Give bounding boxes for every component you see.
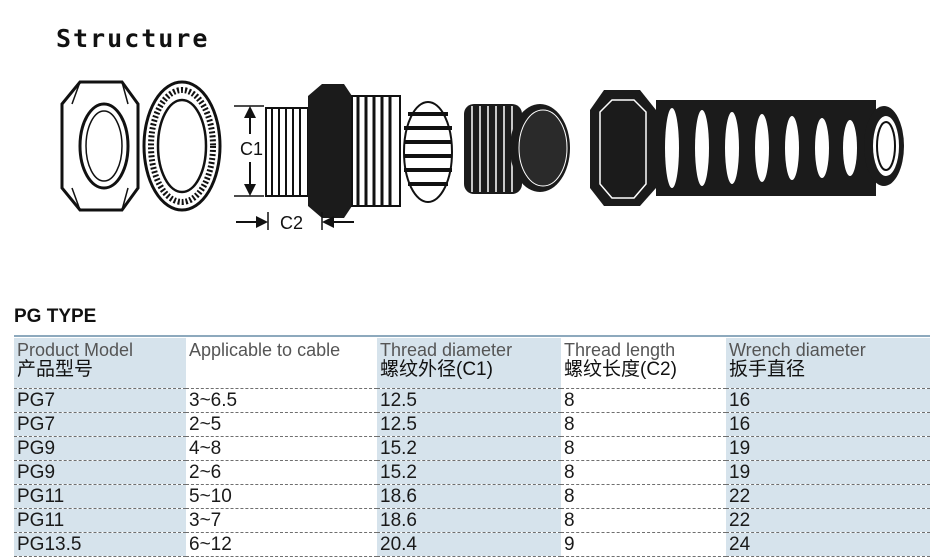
cell-model: PG9 <box>14 436 186 461</box>
cell-model: PG9 <box>14 460 186 485</box>
cell-thread-diameter: 12.5 <box>377 412 561 437</box>
spiral-nut-illustration <box>590 90 904 206</box>
page-title: Structure <box>56 24 210 53</box>
cell-wrench-diameter: 16 <box>726 412 930 437</box>
cell-cable: 3~6.5 <box>186 388 377 413</box>
cell-cable: 2~6 <box>186 460 377 485</box>
cell-thread-length: 8 <box>561 388 726 413</box>
cell-thread-length: 8 <box>561 412 726 437</box>
cell-cable: 6~12 <box>186 532 377 557</box>
cell-model: PG13.5 <box>14 532 186 557</box>
washer-illustration <box>142 80 222 212</box>
header-wrench-diameter: Wrench diameter 扳手直径 <box>726 338 930 389</box>
gland-body-illustration <box>265 84 453 218</box>
table-row: PG7 2~5 12.5 8 16 <box>14 412 930 437</box>
cell-thread-diameter: 15.2 <box>377 436 561 461</box>
header-thread-diameter: Thread diameter 螺纹外径(C1) <box>377 338 561 389</box>
seal-insert-illustration <box>464 104 570 194</box>
table-row: PG11 3~7 18.6 8 22 <box>14 508 930 533</box>
cell-wrench-diameter: 19 <box>726 436 930 461</box>
cell-cable: 5~10 <box>186 484 377 509</box>
cell-model: PG7 <box>14 412 186 437</box>
table-caption: PG TYPE <box>14 306 97 327</box>
table-row: PG13.5 6~12 20.4 9 24 <box>14 532 930 557</box>
pg-spec-table: Product Model 产品型号 Applicable to cable T… <box>14 335 930 557</box>
c1-dimension: C1 <box>234 105 264 197</box>
table-row: PG7 3~6.5 12.5 8 16 <box>14 388 930 413</box>
cell-wrench-diameter: 19 <box>726 460 930 485</box>
cell-thread-diameter: 12.5 <box>377 388 561 413</box>
cell-model: PG7 <box>14 388 186 413</box>
cell-cable: 4~8 <box>186 436 377 461</box>
cell-thread-diameter: 18.6 <box>377 484 561 509</box>
table-header-row: Product Model 产品型号 Applicable to cable T… <box>14 338 930 389</box>
c2-label: C2 <box>280 213 303 230</box>
cell-thread-length: 8 <box>561 460 726 485</box>
cell-wrench-diameter: 22 <box>726 508 930 533</box>
cell-thread-length: 8 <box>561 436 726 461</box>
cell-model: PG11 <box>14 508 186 533</box>
cable-gland-exploded-diagram: C1 C2 <box>60 80 904 230</box>
table-row: PG11 5~10 18.6 8 22 <box>14 484 930 509</box>
cell-thread-diameter: 18.6 <box>377 508 561 533</box>
cell-wrench-diameter: 24 <box>726 532 930 557</box>
cell-cable: 2~5 <box>186 412 377 437</box>
cell-thread-length: 8 <box>561 484 726 509</box>
cell-thread-length: 8 <box>561 508 726 533</box>
c2-dimension: C2 <box>236 212 354 230</box>
cell-thread-diameter: 15.2 <box>377 460 561 485</box>
header-thread-length: Thread length 螺纹长度(C2) <box>561 338 726 389</box>
cell-wrench-diameter: 22 <box>726 484 930 509</box>
cell-cable: 3~7 <box>186 508 377 533</box>
table-row: PG9 2~6 15.2 8 19 <box>14 460 930 485</box>
cell-thread-diameter: 20.4 <box>377 532 561 557</box>
cell-wrench-diameter: 16 <box>726 388 930 413</box>
locknut-illustration <box>60 80 140 212</box>
table-row: PG9 4~8 15.2 8 19 <box>14 436 930 461</box>
cell-model: PG11 <box>14 484 186 509</box>
header-product-model: Product Model 产品型号 <box>14 338 186 389</box>
cell-thread-length: 9 <box>561 532 726 557</box>
header-applicable-cable: Applicable to cable <box>186 338 377 389</box>
c1-label: C1 <box>240 139 263 159</box>
